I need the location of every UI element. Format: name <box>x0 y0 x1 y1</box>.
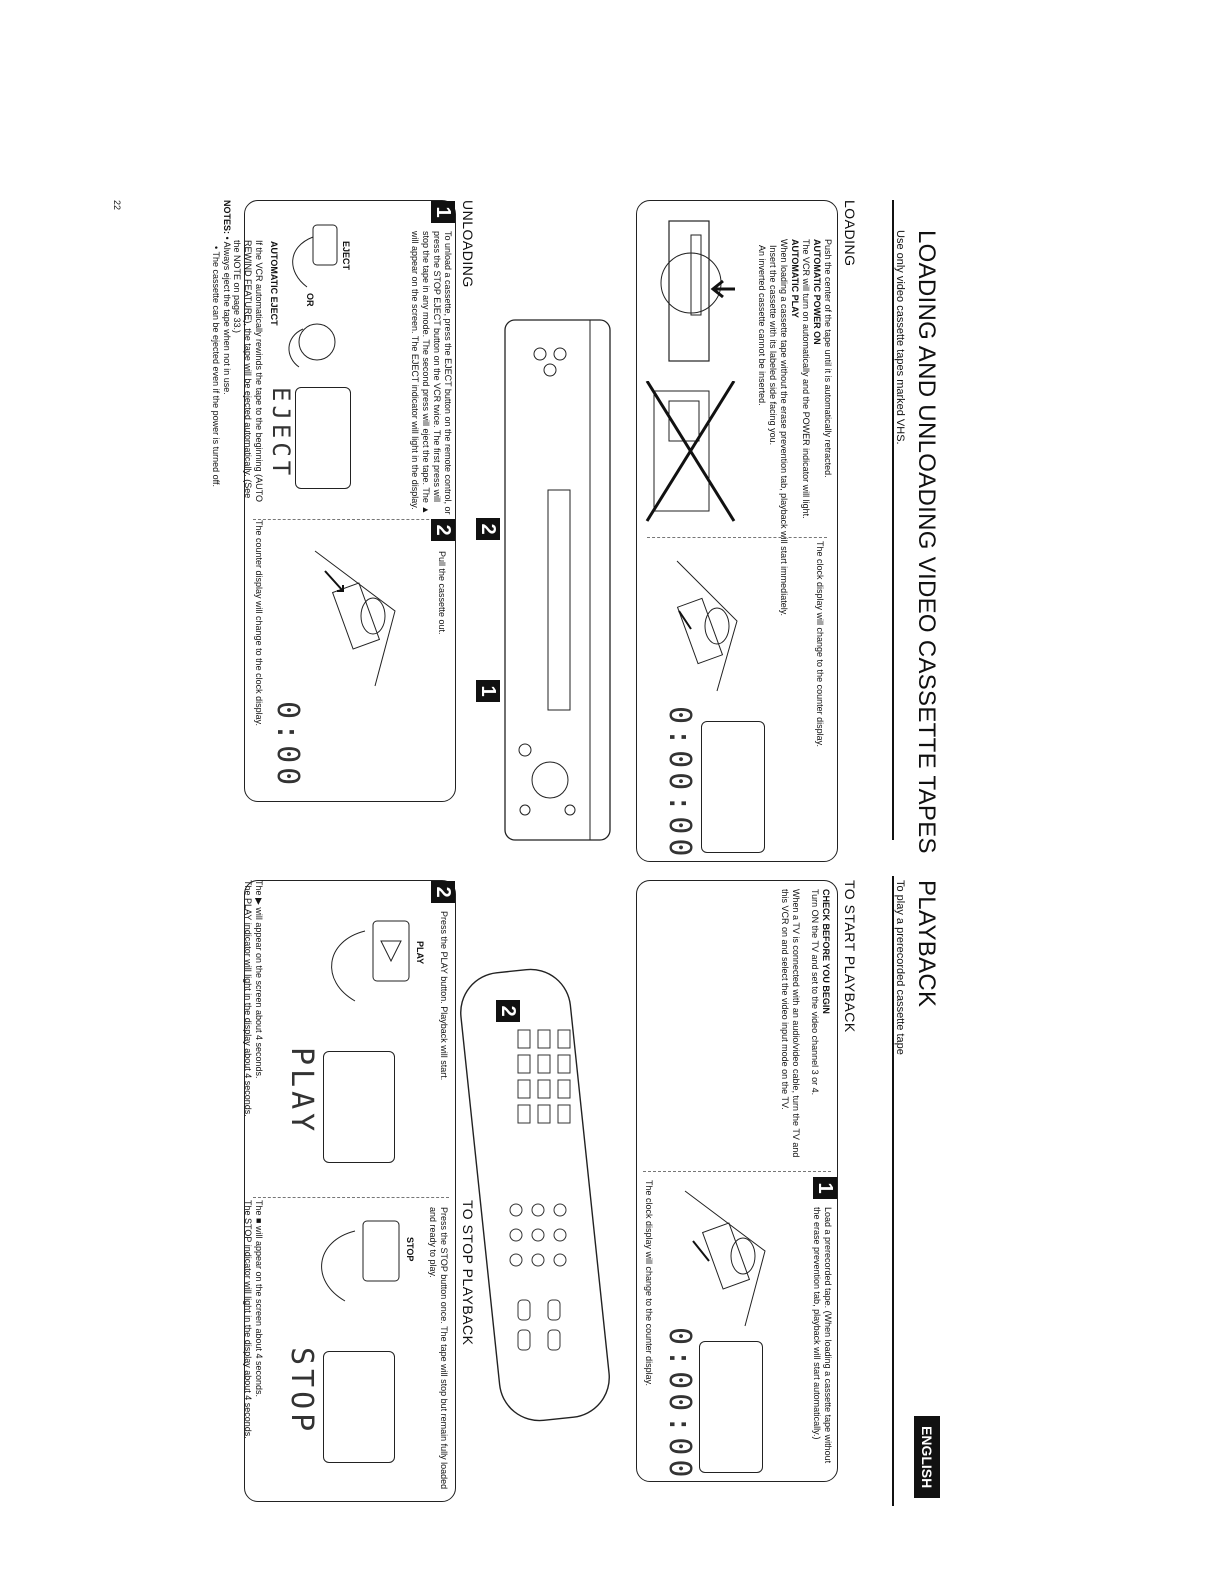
play-display: PLAY <box>284 1047 319 1136</box>
hand-push-illustration <box>676 560 738 692</box>
step-number: 1 <box>431 201 455 223</box>
counter-display: 0:00:00 <box>662 1327 697 1482</box>
hand-load-illustration <box>684 1190 766 1327</box>
step-number: 2 <box>431 519 455 541</box>
page-number: 22 <box>112 200 122 211</box>
loading-line: An inverted cassette cannot be inserted. <box>757 245 767 406</box>
page-title: PLAYBACK <box>913 880 940 1008</box>
check-before-block: CHECK BEFORE YOU BEGIN Turn ON the TV an… <box>779 889 831 1159</box>
divider <box>253 519 449 520</box>
inverted-cassette-illustration <box>645 381 736 522</box>
left-page-header: LOADING AND UNLOADING VIDEO CASSETTE TAP… <box>894 230 940 930</box>
unload-step1-text: To unload a cassette, press the EJECT bu… <box>410 231 453 515</box>
start-step1-text: Load a prerecorded tape. (When loading a… <box>812 1207 833 1464</box>
page-subtitle: To play a prerecorded cassette tape <box>894 880 906 1055</box>
remote-control-illustration <box>460 968 610 1422</box>
stop-display: STOP <box>284 1347 319 1436</box>
vcr-insert-illustration <box>660 220 735 362</box>
loading-heading: LOADING <box>842 200 858 267</box>
play-caption: The ▶ will appear on the screen about 4 … <box>254 880 264 1079</box>
check-text: Turn ON the TV and set to the video chan… <box>810 889 820 1096</box>
note-item: • The cassette can be ejected even if th… <box>211 246 221 487</box>
hand-press-eject-illustration <box>288 224 338 368</box>
stop-caption: The STOP indicator will light in the dis… <box>243 1200 253 1439</box>
auto-eject-title: AUTOMATIC EJECT <box>269 241 279 326</box>
vcr-display-panel <box>699 1341 763 1473</box>
play-captions: The ▶ will appear on the screen about 4 … <box>242 880 264 1200</box>
stop-button-label: STOP <box>405 1237 415 1262</box>
loading-line: The VCR will turn on automatically and t… <box>801 239 811 519</box>
loading-line: When loading a cassette tape without the… <box>779 239 789 617</box>
loading-box: Push the center of the tape until it is … <box>636 200 838 862</box>
step-number: 2 <box>431 881 455 903</box>
start-playback-heading: TO START PLAYBACK <box>842 880 858 1033</box>
hand-pull-illustration <box>314 550 396 687</box>
vcr-display-panel <box>295 387 351 489</box>
title-rule <box>892 200 894 840</box>
play-stop-box: 2 Press the PLAY button. Playback will s… <box>244 880 456 1502</box>
vcr-display-panel <box>701 721 765 853</box>
vcr-display-panel <box>323 1051 395 1163</box>
counter-display: 0:00:00 <box>662 706 697 861</box>
play-text: Press the PLAY button. Playback will sta… <box>439 911 449 1081</box>
hand-press-play-illustration <box>331 920 410 1002</box>
stop-captions: The ■ will appear on the screen about 4 … <box>242 1200 264 1500</box>
unload-step2-caption: The counter display will change to the c… <box>254 520 264 726</box>
illus-step-marker: 1 <box>476 680 500 702</box>
or-label: OR <box>305 293 315 307</box>
av-text: When a TV is connected with an audio/vid… <box>780 889 801 1158</box>
check-title: CHECK BEFORE YOU BEGIN <box>821 889 831 1014</box>
illus-step-marker: 2 <box>476 518 500 540</box>
auto-eject-text: If the VCR automatically rewinds the tap… <box>232 240 264 502</box>
divider <box>647 537 827 538</box>
unloading-heading: UNLOADING <box>460 200 476 288</box>
clock-display: 0:00 <box>270 701 305 790</box>
notes: NOTES: • Always eject the tape when not … <box>210 200 232 900</box>
stop-text: Press the STOP button once. The tape wil… <box>428 1207 449 1490</box>
play-caption: The PLAY indicator will light in the dis… <box>243 880 253 1117</box>
vcr-display-panel <box>323 1351 395 1463</box>
stop-caption: The ■ will appear on the screen about 4 … <box>254 1200 264 1398</box>
right-page-header: PLAYBACK To play a prerecorded cassette … <box>894 880 940 1480</box>
language-tab: ENGLISH <box>914 1416 940 1499</box>
automatic-eject-block: AUTOMATIC EJECT <box>268 241 279 501</box>
page-title: LOADING AND UNLOADING VIDEO CASSETTE TAP… <box>913 230 940 854</box>
loading-line: AUTOMATIC PLAY <box>790 239 800 318</box>
divider <box>253 1197 449 1198</box>
hand-press-stop-illustration <box>321 1220 400 1302</box>
step-number: 1 <box>813 1177 837 1199</box>
divider <box>643 1171 831 1172</box>
note-item: • Always eject the tape when not in use. <box>222 236 232 395</box>
start-step1-caption: The clock display will change to the cou… <box>644 1180 654 1386</box>
loading-line: Insert the cassette with its labeled sid… <box>768 245 778 446</box>
vcr-front-illustration <box>504 319 611 841</box>
illus-step-marker: 2 <box>496 1000 520 1022</box>
loading-caption: The clock display will change to the cou… <box>815 541 825 747</box>
unload-step2-text: Pull the cassette out. <box>437 551 447 635</box>
stop-playback-heading: TO STOP PLAYBACK <box>460 1200 476 1346</box>
play-button-label: PLAY <box>415 941 425 965</box>
unloading-box: 1 To unload a cassette, press the EJECT … <box>244 200 456 802</box>
rotated-manual-spread: LOADING AND UNLOADING VIDEO CASSETTE TAP… <box>100 200 940 1506</box>
start-playback-box: CHECK BEFORE YOU BEGIN Turn ON the TV an… <box>636 880 838 1482</box>
notes-label: NOTES: <box>222 200 232 235</box>
page-subtitle: Use only video cassette tapes marked VHS… <box>894 230 906 445</box>
